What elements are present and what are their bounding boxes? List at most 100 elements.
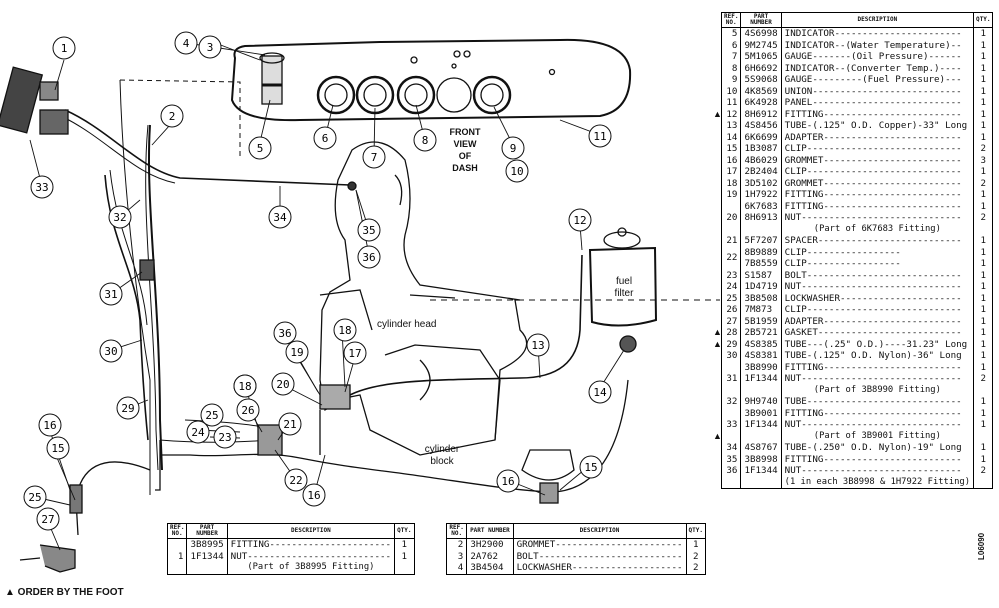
callout-7: 7 <box>362 145 386 169</box>
ref-cell: 19 <box>721 189 742 201</box>
callout-circle <box>271 372 295 396</box>
part-cell: 4S6998 <box>740 27 782 40</box>
callout-circle <box>236 398 260 422</box>
qty-cell: 1 <box>980 120 987 132</box>
desc-cell: GROMMET------------------------- <box>781 177 975 189</box>
desc-cell: NUT----------------------------- <box>781 212 975 224</box>
header-desc: DESCRIPTION <box>780 12 975 28</box>
ref-cell: 10 <box>721 85 742 97</box>
callout-9: 9 <box>501 136 525 160</box>
callout-circle <box>579 455 603 479</box>
callout-15: 15 <box>579 455 603 479</box>
part-cell: 7B8559 <box>740 258 782 270</box>
callout-36: 36 <box>273 321 297 345</box>
callout-circle <box>99 339 123 363</box>
qty-cell: 2 <box>980 465 987 477</box>
qty-cell: 2 <box>980 373 987 385</box>
ref-cell: 26 <box>721 304 742 316</box>
desc-cell: TUBE-(.250" O.D. Nylon)-19" Long <box>781 442 975 454</box>
callout-number: 8 <box>422 134 429 147</box>
tube-34 <box>64 109 351 186</box>
callout-number: 21 <box>283 418 296 431</box>
callout-21: 21 <box>278 412 302 436</box>
ref-cell: 1 <box>167 538 188 574</box>
callout-17: 17 <box>343 341 367 365</box>
desc-cell: PANEL--------------------------- <box>781 97 975 109</box>
header-ref: REF. NO. <box>445 523 468 539</box>
parts-table-bottom-1: REF. NO. PART NUMBER DESCRIPTION QTY. 1 … <box>166 523 415 575</box>
part-cell: 2B2404 <box>740 166 782 178</box>
fuel-filter <box>588 246 658 327</box>
ref-cell: 11 <box>721 97 742 109</box>
desc-cell: GROMMET------------------------- <box>781 154 975 166</box>
callout-circle <box>52 36 76 60</box>
desc-cell: INDICATOR--(Water Temperature)-- <box>781 39 975 51</box>
ref-cell: 36 <box>721 465 742 477</box>
desc-cell: NUT----------------------------- <box>781 373 975 385</box>
callout-8: 8 <box>413 128 437 152</box>
qty-cell: 1 <box>980 327 987 339</box>
header-desc: DESCRIPTION <box>226 523 396 539</box>
ref-cell: 30 <box>721 350 742 362</box>
header-qty: QTY. <box>973 12 994 28</box>
part-cell: 3H2900 <box>466 538 514 551</box>
gauge-fuel-pressure <box>472 75 512 115</box>
callout-circle <box>268 205 292 229</box>
callout-number: 9 <box>510 142 517 155</box>
callout-number: 20 <box>276 378 289 391</box>
qty-cell: 1 <box>980 246 987 258</box>
callout-circle <box>357 218 381 242</box>
qty-cell: 1 <box>980 108 987 120</box>
table-row: 36 1F1344 NUT---------------------------… <box>721 465 993 477</box>
qty-cell: 1 <box>980 62 987 74</box>
table-row: 25 3B8508 LOCKWASHER--------------------… <box>721 292 993 304</box>
callout-circle <box>313 126 337 150</box>
callout-circle <box>36 507 60 531</box>
table-row: (Part of 3B8990 Fitting) <box>722 384 993 396</box>
front-view-line-3: OF <box>458 151 472 161</box>
table-row: (Part of 3B9001 Fitting) <box>722 430 993 442</box>
desc-cell: GROMMET----------------------- <box>513 538 687 551</box>
table-row: 9 5S9068 GAUGE---------(Fuel Pressure)--… <box>721 74 993 86</box>
callout-circle <box>588 380 612 404</box>
part-cell: 6K7683 <box>740 200 782 212</box>
part-cell: 3B8990 <box>740 361 782 373</box>
callout-circle <box>108 205 132 229</box>
table-row: 1F1344 NUT----------------------------- … <box>722 373 993 385</box>
desc-cell: FITTING------------------------- <box>781 108 975 120</box>
callout-number: 23 <box>218 431 231 444</box>
desc-cell: GAUGE---------(Fuel Pressure)--- <box>781 74 975 86</box>
callout-3: 3 <box>198 35 222 59</box>
desc-cell: FITTING---------------------- <box>227 538 396 551</box>
callout-6: 6 <box>313 126 337 150</box>
callout-31: 31 <box>99 282 123 306</box>
callout-4: 4 <box>174 31 198 55</box>
engine-outline <box>319 141 528 456</box>
callout-circle <box>505 159 529 183</box>
callout-number: 16 <box>43 419 56 432</box>
callout-circle <box>273 321 297 345</box>
callout-number: 6 <box>322 132 329 145</box>
ref-cell: 23 <box>721 269 742 281</box>
callout-circle <box>186 420 210 444</box>
table-row: 1F1344 NUT-------------------------- 1 <box>168 550 415 562</box>
desc-cell: FITTING------------------------- <box>781 407 975 419</box>
table-row: 26 7M873 CLIP---------------------------… <box>721 304 993 316</box>
header-qty: QTY. <box>685 523 707 539</box>
ref-cell: 8 <box>721 62 742 74</box>
qty-cell: 1 <box>980 258 987 270</box>
part-cell: 6H6692 <box>740 62 782 74</box>
callout-number: 29 <box>121 402 134 415</box>
desc-cell: ADAPTER------------------------- <box>781 315 975 327</box>
table-row: 10 4K8569 UNION-------------------------… <box>721 85 993 97</box>
ref-cell: 3 <box>446 550 468 562</box>
desc-cell: BOLT---------------------------- <box>781 269 975 281</box>
table-row: 28 2B5721 GASKET------------------------… <box>721 327 993 339</box>
callout-circle <box>38 413 62 437</box>
cylinder-block-line-2: block <box>430 456 454 467</box>
callout-33: 33 <box>30 175 54 199</box>
desc-cell: BOLT-------------------------- <box>513 550 687 562</box>
table-row: 32 9H9740 TUBE--------------------------… <box>721 396 993 408</box>
qty-cell: 1 <box>980 281 987 293</box>
desc-cell: CLIP---------------------------- <box>781 166 975 178</box>
